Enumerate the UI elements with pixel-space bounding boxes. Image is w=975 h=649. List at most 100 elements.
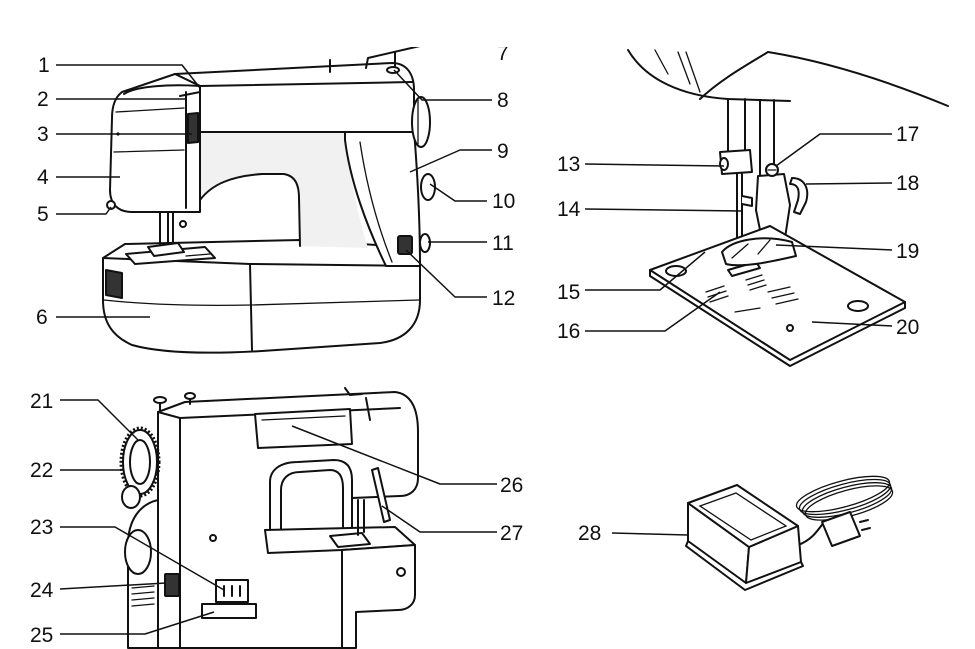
leader-lines [56,64,893,635]
callout-number-22: 22 [30,459,53,482]
needle [736,173,743,247]
callout-number-27: 27 [500,522,523,545]
needle-thread-guide [741,195,753,207]
callout-number-19: 19 [896,240,919,263]
stitch-dial [124,529,152,575]
callout-number-13: 13 [557,153,580,176]
callout-number-5: 5 [37,203,49,226]
needle-thumbscrew [179,220,187,228]
callout-number-23: 23 [30,516,53,539]
base-chamfer [103,299,420,306]
callout-number-18: 18 [896,172,919,195]
left-end-bulge [127,499,159,649]
cord-to-plug [797,521,825,546]
presser-foot-lever [789,177,809,215]
head-shading [654,49,701,93]
head-underside [627,49,791,102]
head-top-edge [123,84,201,95]
callout-number-26: 26 [500,474,523,497]
column-thread-slit [359,141,393,263]
callout-number-2: 2 [37,88,49,111]
leader-line-25 [60,611,215,635]
callout-number-1: 1 [38,54,50,77]
cord-coil-1 [795,475,891,513]
callout-number-14: 14 [557,198,581,221]
leader-line-20 [811,321,893,327]
handwheel-grip [119,426,161,498]
cord-coil-2 [798,478,892,516]
accessory-box-lid [105,269,123,299]
vent-slots [131,585,155,607]
stitch-length-knob [420,173,436,201]
leader-line-8 [393,69,492,101]
power-switch [164,573,180,597]
leader-line-5 [56,206,112,215]
seam-guide-marks [767,286,799,305]
leader-line-15 [585,251,706,291]
callout-number-7: 7 [497,42,509,65]
leader-line-26 [291,425,497,485]
top-thread-guide [344,387,371,421]
tension-dial [187,112,199,144]
face-knob [106,200,116,210]
presser-bar [159,211,169,245]
handwheel [411,96,431,148]
needle-clamp-screw [719,157,729,171]
controller-base-lip [685,540,804,591]
back-small-hole [209,534,217,542]
handwheel-hub [129,439,151,485]
bobbin-winder-knob [121,485,141,509]
plate-small-hole [786,324,794,332]
throat-edge [199,173,301,247]
free-arm-front [341,544,416,649]
spool-pin-right-cap [184,392,196,400]
base [102,239,421,354]
callout-number-24: 24 [30,579,54,602]
bobbin-cover-line [185,253,211,257]
callout-numbers: 1 2 3 4 5 6 7 8 9 10 11 12 13 14 15 16 1… [30,42,919,647]
leader-line-19 [775,244,893,251]
callout-number-21: 21 [30,390,53,413]
callout-number-3: 3 [37,123,49,146]
base-seam [249,263,253,351]
leader-line-28 [611,532,689,536]
rating-plate [201,603,257,619]
plug [821,511,861,547]
callout-number-8: 8 [497,89,509,112]
head-panel-top [115,107,185,113]
leader-line-10 [429,183,487,202]
leader-line-24 [59,582,167,590]
arm-top-edge [199,81,413,87]
head-panel-bottom [113,149,185,153]
callout-number-9: 9 [497,140,509,163]
power-socket-pins [223,585,241,597]
presser-foot-closeup [627,49,949,367]
rear-view-machine [119,387,419,649]
callout-number-4: 4 [37,166,49,189]
leader-line-27 [381,505,497,533]
callout-number-25: 25 [30,624,53,647]
front-view-machine [102,45,436,354]
leader-line-17 [775,133,892,167]
foot-controller [685,475,894,591]
head-ridge [699,51,769,100]
carrying-handle-recess [254,408,353,449]
callout-number-6: 6 [36,306,48,329]
spool-pin-cap [386,66,400,74]
needle-plate-edge [649,269,906,367]
crop-mask [345,0,535,47]
needle-plate-screw-hole-right [847,300,869,312]
throat-back-wall [200,132,368,248]
carrying-handle-inner [261,415,346,421]
throat-inner [280,469,344,546]
needle-bar [357,499,365,536]
leader-line-21 [60,399,139,441]
callout-number-15: 15 [557,281,580,304]
stitch-selector-knob [419,233,431,253]
spool-pin-left-cap [153,396,167,404]
take-up-lever [179,91,201,97]
throat-outer [269,459,353,549]
arm [174,62,415,133]
leader-line-14 [584,208,743,212]
head-top-edge [767,51,949,107]
